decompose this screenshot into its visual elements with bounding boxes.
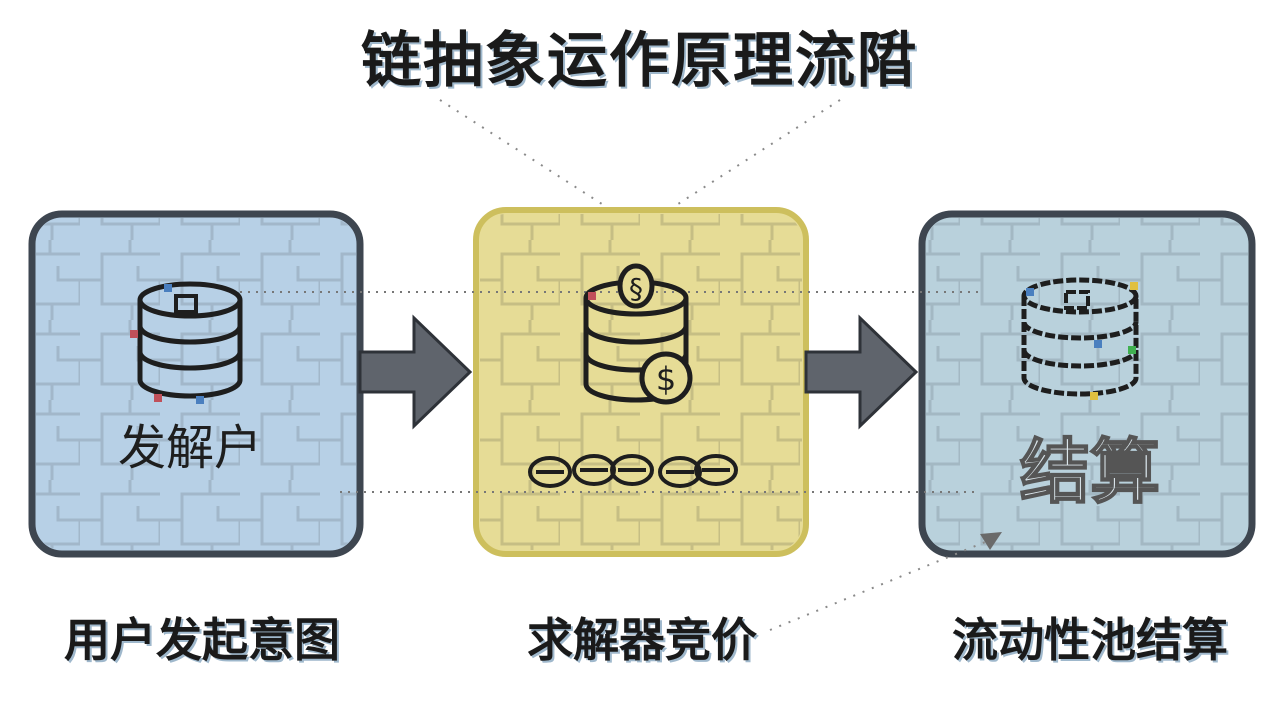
panel-label-user: 发解户: [117, 420, 262, 476]
database-coin-icon: § $: [583, 263, 693, 405]
page-title: 链抽象运作原理流陹: [361, 26, 919, 96]
title-guide-left: [439, 99, 631, 223]
panel-label-settlement: 结算: [1019, 430, 1161, 514]
coin-row-icon: [528, 454, 738, 488]
database-icon: [137, 281, 243, 399]
panel-user-intent: [28, 210, 364, 558]
arrow-right-icon: [358, 314, 473, 430]
caption-liquidity-settlement: 流动性池结算: [952, 613, 1228, 667]
arrow-right-icon: [804, 314, 919, 430]
svg-text:§: §: [629, 272, 643, 305]
database-icon: [1021, 277, 1139, 397]
title-guide-right: [649, 99, 841, 223]
svg-text:$: $: [656, 360, 676, 398]
caption-user-intent: 用户发起意图: [64, 613, 340, 667]
callout-arrowhead: [980, 532, 1002, 550]
caption-solver-bidding: 求解器竞价: [527, 613, 757, 667]
panel-liquidity-settlement: [918, 210, 1256, 558]
